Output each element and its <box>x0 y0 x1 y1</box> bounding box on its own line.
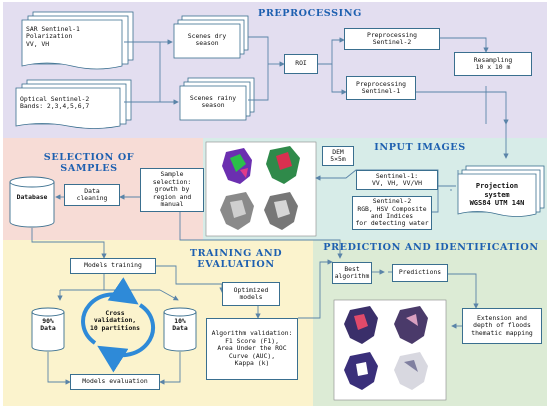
scenes-dry-stack <box>173 15 249 59</box>
models-training-box: Models training <box>70 258 156 274</box>
models-evaluation-box: Models evaluation <box>70 374 160 390</box>
sample-selection-box: Sample selection: growth by region and m… <box>140 168 204 212</box>
input-title: INPUT IMAGES <box>374 142 466 153</box>
algorithm-validation-box: Algorithm validation: F1 Score (F1), Are… <box>206 318 298 380</box>
prediction-map-4 <box>394 352 428 390</box>
sar-document-stack <box>21 11 134 70</box>
preprocessing-sentinel2-box: Preprocessing Sentinel-2 <box>344 28 440 50</box>
scenes-rainy-label: Scenes rainy season <box>189 94 237 110</box>
prediction-map-2 <box>394 306 428 344</box>
optical-label: Optical Sentinel-2 Bands: 2,3,4,5,6,7 <box>20 95 90 111</box>
data-cleaning-box: Data cleaning <box>64 184 120 206</box>
optimized-models-box: Optimized models <box>222 282 280 306</box>
database-cylinder <box>9 176 55 228</box>
projection-label: Projection system WGS84 UTM 14N <box>469 182 525 207</box>
sentinel1-box: Sentinel-1: VV, VH, VV/VH <box>356 170 438 190</box>
preprocessing-title: PREPROCESSING <box>258 8 362 19</box>
resampling-box: Resampling 10 x 10 m <box>454 52 532 76</box>
preprocessing-sentinel1-box: Preprocessing Sentinel-1 <box>346 76 416 100</box>
data-10-label: 10% Data <box>172 317 188 333</box>
predictions-box: Predictions <box>392 264 448 282</box>
scenes-rainy-stack <box>179 77 255 121</box>
sar-label: SAR Sentinel-1 Polarization VV, VH <box>26 25 80 48</box>
prediction-map-panel <box>333 299 447 401</box>
scenes-dry-label: Scenes dry season <box>187 32 227 48</box>
sentinel2-box: Sentinel-2 RGB, HSV Composite and Indice… <box>352 196 432 230</box>
database-label: Database <box>16 193 48 201</box>
extension-box: Extension and depth of floods thematic m… <box>462 308 542 344</box>
cross-validation-label: Cross validation, 10 partitions <box>89 309 141 332</box>
dem-box: DEM 5×5m <box>322 146 354 166</box>
training-title: TRAINING AND EVALUATION <box>189 248 283 270</box>
input-map-panel <box>205 141 317 237</box>
data-90-label: 90% Data <box>40 317 56 333</box>
data-90-cylinder <box>31 307 65 352</box>
prediction-title: PREDICTION AND IDENTIFICATION <box>323 242 539 253</box>
cycle-arrow <box>81 277 156 373</box>
selection-title: SELECTION OF SAMPLES <box>43 152 135 174</box>
optical-document-stack <box>15 79 132 129</box>
projection-stack <box>457 165 545 217</box>
roi-box: ROI <box>284 54 318 74</box>
best-algorithm-box: Best algorithm <box>332 262 372 284</box>
data-10-cylinder <box>163 307 197 352</box>
